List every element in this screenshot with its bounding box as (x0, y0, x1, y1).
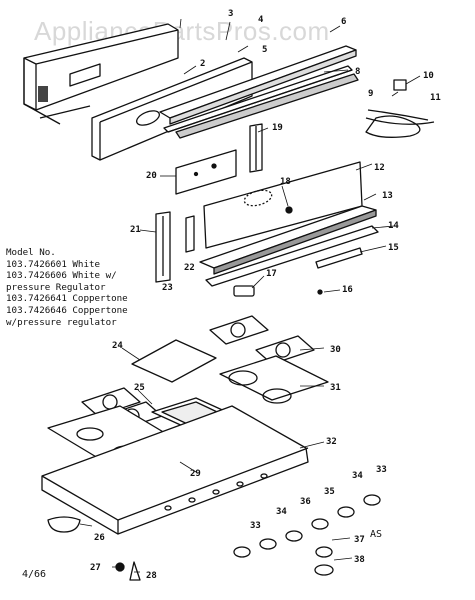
callout-2: 2 (200, 59, 205, 69)
model-line-1: 103.7426601 White (6, 258, 101, 270)
callout-14: 14 (388, 221, 399, 231)
part-wiring (365, 79, 435, 138)
callout-38: 38 (354, 555, 365, 565)
callout-13: 13 (382, 191, 393, 201)
callout-19: 19 (272, 123, 283, 133)
model-line-3: pressure Regulator (6, 281, 106, 293)
part-burner-box (41, 405, 309, 535)
callout-36a: 36 (300, 497, 311, 507)
callout-30: 30 (330, 345, 341, 355)
callout-3: 3 (228, 9, 233, 19)
callout-6: 6 (341, 17, 346, 27)
date-code: 4/66 (22, 569, 47, 580)
model-line-2: 103.7426606 White w/ (6, 270, 117, 282)
callout-8: 8 (355, 67, 360, 77)
part-knobs (233, 494, 381, 576)
model-info: Model No. 103.7426601 White 103.7426606 … (6, 247, 128, 328)
callout-4: 4 (258, 15, 264, 25)
callout-12: 12 (374, 163, 385, 173)
watermark: AppliancePartsPros.com (34, 16, 330, 46)
callout-28: 28 (146, 571, 157, 581)
part-callouts: 3 4 2 5 6 8 10 9 11 19 20 12 18 13 21 14… (90, 9, 441, 581)
model-line-5: 103.7426646 Coppertone (6, 304, 128, 316)
callout-5: 5 (262, 45, 267, 55)
callout-9: 9 (368, 89, 373, 99)
callout-33: 33 (376, 465, 387, 475)
model-line-4: 103.7426641 Coppertone (6, 293, 128, 305)
callout-15: 15 (388, 243, 399, 253)
callout-32: 32 (326, 437, 337, 447)
part-back-panel (23, 23, 179, 125)
callout-18: 18 (280, 177, 291, 187)
model-line-0: Model No. (6, 247, 56, 258)
callout-34b: 34 (276, 507, 287, 517)
callout-29: 29 (190, 469, 201, 479)
callout-35: 35 (324, 487, 335, 497)
callout-16: 16 (342, 285, 353, 295)
part-trim-strip (159, 45, 359, 139)
callout-11: 11 (430, 93, 441, 103)
callout-31: 31 (330, 383, 341, 393)
callout-26: 26 (94, 533, 105, 543)
callout-20: 20 (146, 171, 157, 181)
suffix-code: AS (370, 529, 383, 540)
callout-17: 17 (266, 269, 277, 279)
callout-23: 23 (162, 283, 173, 293)
callout-34: 34 (352, 471, 363, 481)
model-line-6: w/pressure regulator (6, 316, 117, 328)
callout-21: 21 (130, 225, 141, 235)
callout-27: 27 (90, 563, 101, 573)
callout-22: 22 (184, 263, 195, 273)
callout-24: 24 (112, 341, 123, 351)
callout-37: 37 (354, 535, 365, 545)
callout-25: 25 (134, 383, 145, 393)
callout-33b: 33 (250, 521, 261, 531)
callout-10: 10 (423, 71, 434, 81)
